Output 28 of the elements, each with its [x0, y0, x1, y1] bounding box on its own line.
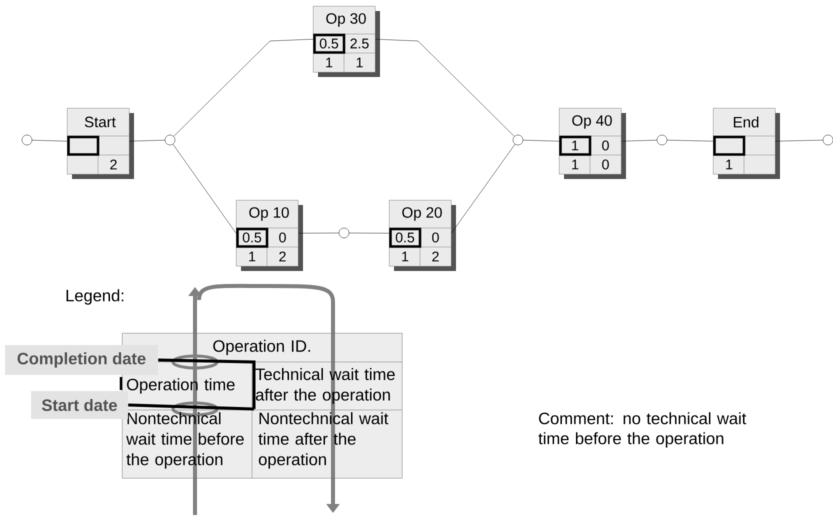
date-tag: Start date — [31, 391, 128, 419]
connector-line — [128, 404, 254, 410]
connector-line — [375, 39, 514, 137]
operation-box: Op 10 0.5 0 1 2 — [236, 200, 303, 271]
connector-line — [667, 140, 714, 142]
connector-line — [174, 39, 314, 137]
operation-box: Op 40 1 0 1 0 — [558, 108, 626, 179]
comment-text: Comment: no technical wait time before the operation — [538, 412, 746, 448]
connector-line — [523, 140, 560, 142]
connector-line — [32, 140, 68, 142]
junction-circle — [512, 134, 524, 146]
connector-line — [349, 232, 390, 234]
connector-line — [298, 232, 339, 234]
legend-heading: Legend: — [66, 289, 124, 305]
junction-circle — [338, 228, 350, 238]
connector-line — [451, 144, 516, 234]
operation-box: End 1 — [712, 108, 780, 179]
junction-circle — [656, 134, 668, 146]
operation-box: Start 2 — [66, 108, 134, 179]
connector-line — [621, 140, 657, 142]
junction-circle — [164, 134, 176, 146]
operation-box: Op 20 0.5 0 1 2 — [388, 200, 456, 271]
date-tag: Completion date — [5, 345, 158, 375]
connector-line — [129, 140, 165, 142]
junction-circle — [22, 134, 32, 146]
connector-line — [172, 144, 236, 234]
operation-box: Op 30 0.5 2.5 1 1 — [312, 6, 380, 77]
connector-line — [775, 140, 823, 142]
